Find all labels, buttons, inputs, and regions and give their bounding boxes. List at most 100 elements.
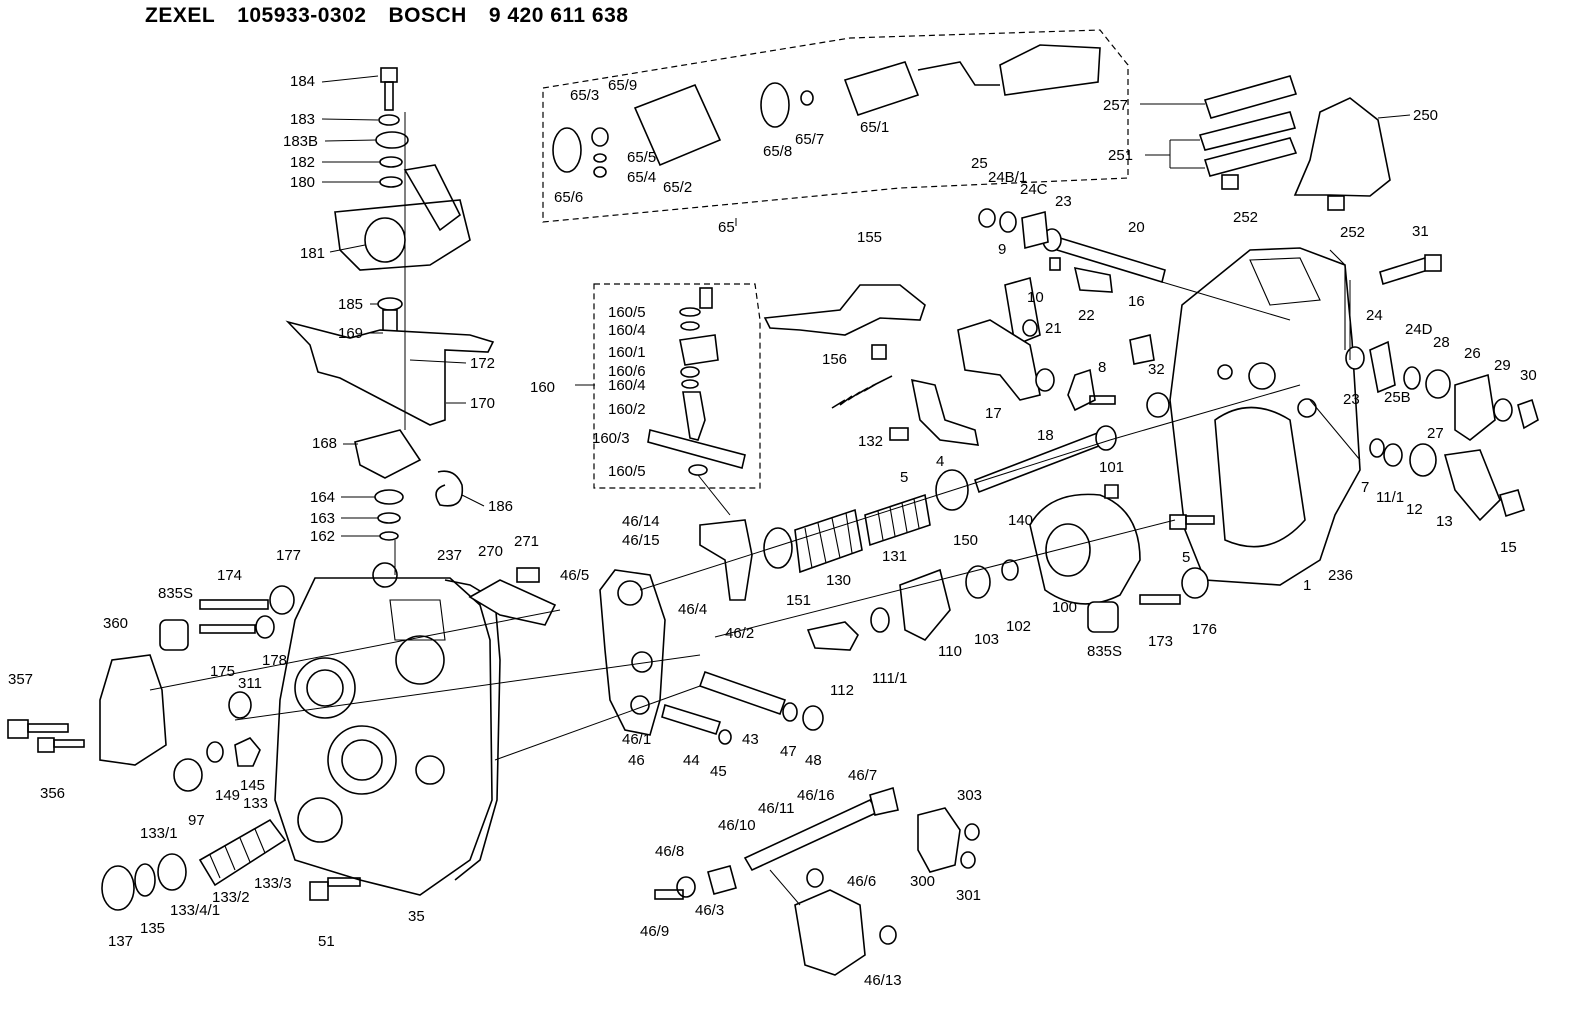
label-150: 150 [953, 532, 978, 549]
label-356: 356 [40, 785, 65, 802]
label-183b: 183B [283, 133, 318, 150]
label-174: 174 [217, 567, 242, 584]
label-311: 311 [238, 675, 262, 692]
zexel-code: 105933-0302 [237, 4, 367, 27]
label-270: 270 [478, 543, 503, 560]
label-160-2: 160/2 [608, 401, 646, 418]
label-65-5: 65/5 [627, 149, 656, 166]
label-18: 18 [1037, 427, 1054, 444]
label-65-3: 65/3 [570, 87, 599, 104]
label-155: 155 [857, 229, 882, 246]
label-5-mid: 5 [900, 469, 908, 486]
label-20: 20 [1128, 219, 1145, 236]
label-46-1: 46/1 [622, 731, 651, 748]
label-103: 103 [974, 631, 999, 648]
label-185: 185 [338, 296, 363, 313]
label-27: 27 [1427, 425, 1444, 442]
label-130: 130 [826, 572, 851, 589]
label-183: 183 [290, 111, 315, 128]
label-43: 43 [742, 731, 759, 748]
label-176: 176 [1192, 621, 1217, 638]
label-21: 21 [1045, 320, 1062, 337]
label-133-1: 133/1 [140, 825, 178, 842]
label-149: 149 [215, 787, 240, 804]
label-133-3: 133/3 [254, 875, 292, 892]
label-140: 140 [1008, 512, 1033, 529]
label-177: 177 [276, 547, 301, 564]
label-252-left: 252 [1233, 209, 1258, 226]
label-160-4-lower: 160/4 [608, 377, 646, 394]
label-111-1: 111/1 [872, 670, 907, 687]
label-46-7: 46/7 [848, 767, 877, 784]
label-35: 35 [408, 908, 425, 925]
label-46-13: 46/13 [864, 972, 902, 989]
label-1: 1 [1303, 577, 1311, 594]
label-44: 44 [683, 752, 700, 769]
label-160-5-bottom: 160/5 [608, 463, 646, 480]
callout-labels: 184 183 183B 182 180 181 185 169 172 170… [8, 73, 1537, 989]
label-31: 31 [1412, 223, 1429, 240]
group-65-box [542, 29, 1129, 223]
bosch-code: 9 420 611 638 [488, 4, 629, 27]
label-102: 102 [1006, 618, 1031, 635]
label-133-4-1: 133/4/1 [170, 902, 220, 919]
label-46-3: 46/3 [695, 902, 724, 919]
label-173: 173 [1148, 633, 1173, 650]
label-169: 169 [338, 325, 363, 342]
label-46: 46 [628, 752, 645, 769]
label-160-5-top: 160/5 [608, 304, 646, 321]
label-257: 257 [1103, 97, 1128, 114]
label-48: 48 [805, 752, 822, 769]
label-23-right: 23 [1343, 391, 1360, 408]
label-30: 30 [1520, 367, 1537, 384]
label-45: 45 [710, 763, 727, 780]
label-51: 51 [318, 933, 335, 950]
label-151: 151 [786, 592, 811, 609]
label-65-6: 65/6 [554, 189, 583, 206]
label-160-6: 160/6 [608, 363, 646, 380]
label-46-10: 46/10 [718, 817, 756, 834]
guide-lines [149, 112, 1361, 906]
label-132: 132 [858, 433, 883, 450]
label-184: 184 [290, 73, 315, 90]
callout-leaders [321, 75, 1411, 537]
label-360: 360 [103, 615, 128, 632]
label-46-8: 46/8 [655, 843, 684, 860]
label-160: 160 [530, 379, 555, 396]
label-181: 181 [300, 245, 325, 262]
brand-bosch: BOSCH [388, 4, 467, 27]
label-13: 13 [1436, 513, 1453, 530]
label-112: 112 [830, 682, 854, 699]
label-9: 9 [998, 241, 1006, 258]
front-housing-part [274, 562, 493, 896]
label-300: 300 [910, 873, 935, 890]
label-145: 145 [240, 777, 265, 794]
label-25: 25 [971, 155, 988, 172]
label-186: 186 [488, 498, 513, 515]
label-47: 47 [780, 743, 797, 760]
label-252-right: 252 [1340, 224, 1365, 241]
label-97: 97 [188, 812, 205, 829]
label-65-8: 65/8 [763, 143, 792, 160]
label-137: 137 [108, 933, 133, 950]
label-170: 170 [470, 395, 495, 412]
label-303: 303 [957, 787, 982, 804]
label-22: 22 [1078, 307, 1095, 324]
label-65-1: 65/1 [860, 119, 889, 136]
label-835s-right: 835S [1087, 643, 1122, 660]
label-65: 65 [718, 219, 735, 236]
label-182: 182 [290, 154, 315, 171]
brand-zexel: ZEXEL [145, 4, 216, 27]
label-133: 133 [243, 795, 268, 812]
label-24c: 24C [1020, 181, 1048, 198]
label-11-1: 11/1 [1376, 489, 1404, 506]
label-46-14: 46/14 [622, 513, 660, 530]
label-135: 135 [140, 920, 165, 937]
label-16: 16 [1128, 293, 1145, 310]
label-23-top: 23 [1055, 193, 1072, 210]
label-46-6: 46/6 [847, 873, 876, 890]
label-237: 237 [437, 547, 462, 564]
label-46-15: 46/15 [622, 532, 660, 549]
label-178: 178 [262, 652, 287, 669]
